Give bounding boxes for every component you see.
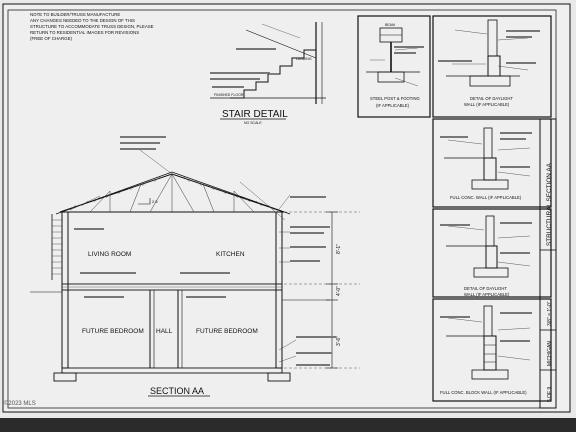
stair-title: STAIR DETAIL	[222, 109, 288, 120]
title-block-frame	[539, 118, 557, 409]
daylight-top-caption-sub: WALL (IF APPLICABLE)	[464, 102, 510, 107]
room-bed-left: FUTURE BEDROOM	[82, 328, 144, 335]
daylight-top-frame	[432, 15, 552, 118]
steel-post-frame	[357, 15, 431, 118]
daylight-mid-frame	[432, 208, 552, 298]
room-hall: HALL	[156, 328, 173, 335]
room-kitchen: KITCHEN	[216, 251, 245, 258]
section-aa-drawing	[30, 149, 360, 382]
dim-lower: 3'-6"	[336, 336, 342, 346]
room-living: LIVING ROOM	[88, 251, 131, 258]
beam-label: BEAM	[385, 23, 395, 27]
steel-post-caption-sub: (IF APPLICABLE)	[376, 103, 410, 108]
builder-note: NOTE TO BUILDER/TRUSS MANUFACTURE ANY CH…	[30, 12, 154, 41]
title-block-state: MICHIGAN	[547, 341, 553, 366]
dim-mid: 4'-0"	[336, 286, 342, 296]
daylight-top-caption: DETAIL OF DAYLIGHT	[470, 96, 513, 101]
annotation-text	[74, 30, 540, 366]
block-wall-frame	[432, 298, 552, 402]
viewer-bottom-bar	[0, 418, 576, 432]
note-line: STRUCTURE TO ACCOMMODATE TRUSS DESIGN, P…	[30, 24, 154, 29]
steel-post-detail	[366, 27, 420, 87]
daylight-mid-caption: DETAIL OF DAYLIGHT	[464, 286, 507, 291]
title-block-main: STRUCTURAL SECTION AA	[546, 162, 553, 246]
full-conc-caption: FULL CONC. WALL (IF APPLICABLE)	[450, 195, 522, 200]
block-wall-detail	[446, 305, 531, 380]
watermark: ©2023 MLS	[4, 401, 36, 407]
roof-pitch: 2.5	[152, 199, 158, 204]
note-line: (FREE OF CHARGE)	[30, 36, 72, 41]
room-bed-right: FUTURE BEDROOM	[196, 328, 258, 335]
title-block-sheet: 5 OF 9	[547, 386, 553, 402]
full-conc-frame	[432, 118, 552, 208]
block-wall-caption: FULL CONC. BLOCK WALL (IF APPLICABLE)	[440, 390, 527, 395]
note-line: ANY CHANGES NEEDED TO THE DESIGN OF THIS	[30, 18, 135, 23]
stair-floor-label: FINISHED FLOOR	[214, 93, 244, 97]
daylight-mid-detail	[446, 215, 531, 278]
note-line: RETURN TO RESIDENTIAL IMAGES FOR REVISIO…	[30, 30, 139, 35]
full-conc-detail	[444, 127, 531, 190]
title-block-scale: 3/8" = 1'-0"	[547, 301, 553, 326]
stair-detail-drawing	[210, 22, 326, 104]
daylight-top-detail	[446, 19, 529, 87]
note-line: NOTE TO BUILDER/TRUSS MANUFACTURE	[30, 12, 120, 17]
sheet-border	[2, 3, 571, 413]
stair-landing-label: LANDING	[296, 57, 312, 61]
stair-scale: NO SCALE	[244, 121, 262, 125]
steel-post-caption: STEEL POST & FOOTING	[370, 96, 420, 101]
section-title: SECTION AA	[150, 386, 204, 396]
dim-upper: 8'-1"	[336, 244, 342, 254]
daylight-mid-caption-sub: WALL (IF APPLICABLE)	[464, 292, 510, 297]
